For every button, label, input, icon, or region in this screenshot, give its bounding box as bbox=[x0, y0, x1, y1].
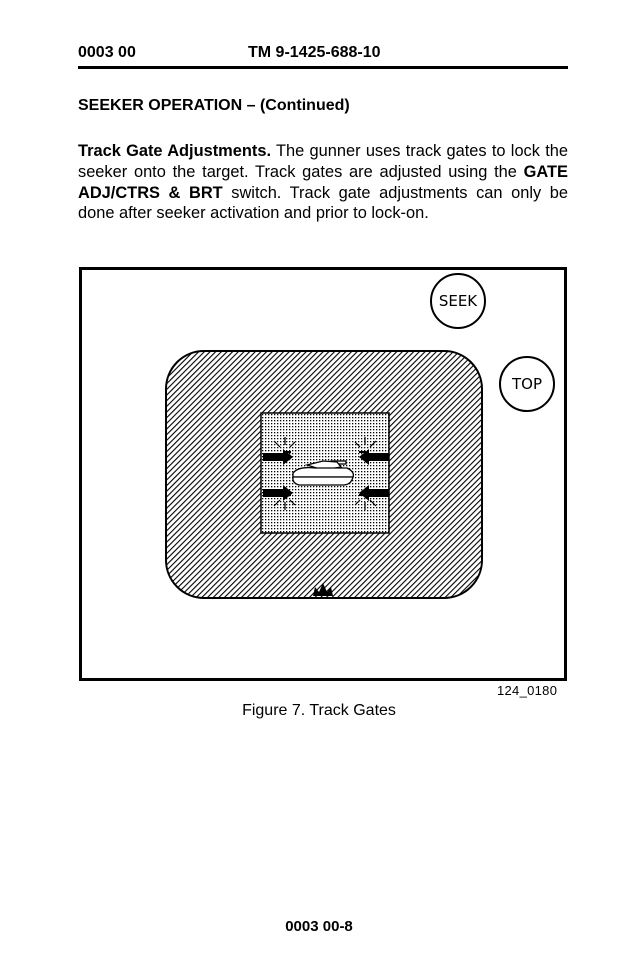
figure-caption: Figure 7. Track Gates bbox=[242, 702, 396, 719]
seek-label: SEEK bbox=[439, 292, 478, 310]
track-gates-figure: SEEK TOP bbox=[79, 267, 567, 681]
paragraph-lead-in: Track Gate Adjustments. bbox=[78, 142, 272, 160]
work-package-number: 0003 00 bbox=[78, 44, 136, 61]
tank-target-icon bbox=[292, 460, 355, 486]
track-gate-paragraph: Track Gate Adjustments. The gunner uses … bbox=[78, 141, 568, 224]
page-number: 0003 00-8 bbox=[285, 918, 353, 935]
gate-adjust-arrows bbox=[263, 449, 389, 501]
switch-name: GATE ADJ/CTRS & BRT bbox=[78, 162, 568, 202]
figure-id: 124_0180 bbox=[497, 683, 558, 698]
paragraph-text-1: The gunner uses track gates to lock the … bbox=[78, 142, 568, 181]
reticle-mark bbox=[313, 583, 333, 596]
arrow-right-bottom-icon bbox=[359, 485, 389, 501]
technical-manual-number: TM 9-1425-688-10 bbox=[248, 44, 381, 61]
arrow-left-bottom-icon bbox=[263, 485, 293, 501]
gate-flicker-rays bbox=[273, 437, 377, 510]
page-header: 0003 00 TM 9-1425-688-10 bbox=[78, 44, 568, 69]
paragraph-text-2: switch. Track gate adjustments can only … bbox=[78, 183, 568, 223]
section-title: SEEKER OPERATION – (Continued) bbox=[78, 97, 350, 114]
arrow-right-top-icon bbox=[359, 449, 389, 465]
arrow-left-top-icon bbox=[263, 449, 293, 465]
top-indicator: TOP bbox=[499, 356, 555, 412]
top-label: TOP bbox=[511, 375, 542, 393]
seek-indicator: SEEK bbox=[430, 273, 486, 329]
